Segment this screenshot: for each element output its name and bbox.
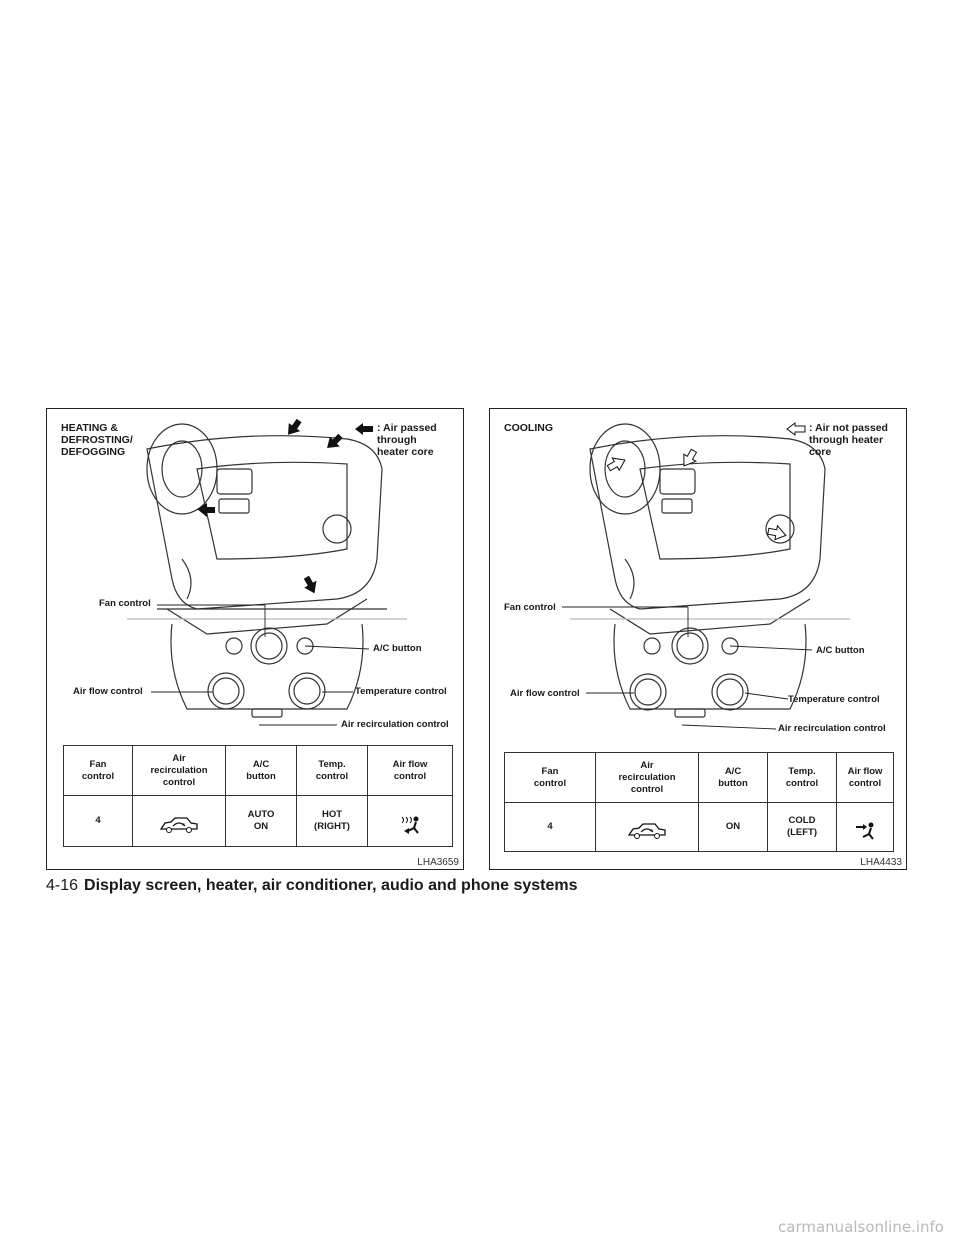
temperature-control-label: Temperature control — [788, 694, 880, 705]
fan-control-label: Fan control — [99, 598, 151, 609]
fan-control-label: Fan control — [504, 602, 556, 613]
outline-arrow-icon — [786, 422, 806, 436]
table-header: Air flow control — [836, 752, 894, 803]
temperature-control-label: Temperature control — [355, 686, 447, 697]
figure-code: LHA3659 — [417, 857, 459, 868]
table-cell: COLD (LEFT) — [767, 802, 837, 852]
watermark: carmanualsonline.info — [778, 1218, 944, 1236]
table-cell — [595, 802, 699, 852]
filled-arrow-icon — [355, 423, 373, 435]
legend-text: : Air not passed through heater core — [809, 422, 888, 458]
table-cell — [367, 795, 453, 847]
dashboard-illustration — [562, 423, 850, 730]
table-header: Fan control — [504, 752, 596, 803]
table-cell — [132, 795, 226, 847]
table-cell: 4 — [504, 802, 596, 852]
table-header: Temp. control — [767, 752, 837, 803]
unheated-airflow-arrows — [606, 448, 787, 541]
mode-heading: HEATING & DEFROSTING/ DEFOGGING — [61, 422, 133, 458]
face-vent-icon — [856, 822, 874, 840]
air-flow-control-label: Air flow control — [510, 688, 580, 699]
settings-table: Fan control Air recirculation control A/… — [63, 745, 453, 847]
section-title: Display screen, heater, air conditioner,… — [84, 877, 578, 894]
air-recirculation-control-label: Air recirculation control — [341, 719, 449, 730]
heated-airflow-arrows — [197, 418, 343, 594]
table-cell: 4 — [63, 795, 133, 847]
ac-button-label: A/C button — [816, 645, 865, 656]
page-footer: 4-16 Display screen, heater, air conditio… — [46, 877, 578, 895]
table-header: A/C button — [698, 752, 768, 803]
heating-diagram-panel: HEATING & DEFROSTING/ DEFOGGING : Air pa… — [46, 408, 464, 870]
mode-heading: COOLING — [504, 422, 553, 434]
air-recirculation-control-label: Air recirculation control — [778, 723, 886, 734]
table-header: Temp. control — [296, 745, 368, 796]
table-header: Air recirculation control — [595, 752, 699, 803]
table-cell: ON — [698, 802, 768, 852]
table-header: Air flow control — [367, 745, 453, 796]
table-header: Air recirculation control — [132, 745, 226, 796]
cooling-diagram-panel: COOLING : Air not passed through heater … — [489, 408, 907, 870]
air-flow-control-label: Air flow control — [73, 686, 143, 697]
table-cell: HOT (RIGHT) — [296, 795, 368, 847]
ac-button-label: A/C button — [373, 643, 422, 654]
table-header: A/C button — [225, 745, 297, 796]
defrost-floor-icon — [401, 816, 419, 834]
dashboard-illustration — [127, 418, 407, 726]
car-recirculation-icon — [159, 817, 198, 833]
figure-code: LHA4433 — [860, 857, 902, 868]
legend-text: : Air passed through heater core — [377, 422, 437, 458]
settings-table: Fan control Air recirculation control A/… — [504, 752, 894, 852]
table-cell: AUTO ON — [225, 795, 297, 847]
table-header: Fan control — [63, 745, 133, 796]
page-number: 4-16 — [46, 877, 79, 894]
car-recirculation-icon — [627, 823, 666, 839]
table-cell — [836, 802, 894, 852]
